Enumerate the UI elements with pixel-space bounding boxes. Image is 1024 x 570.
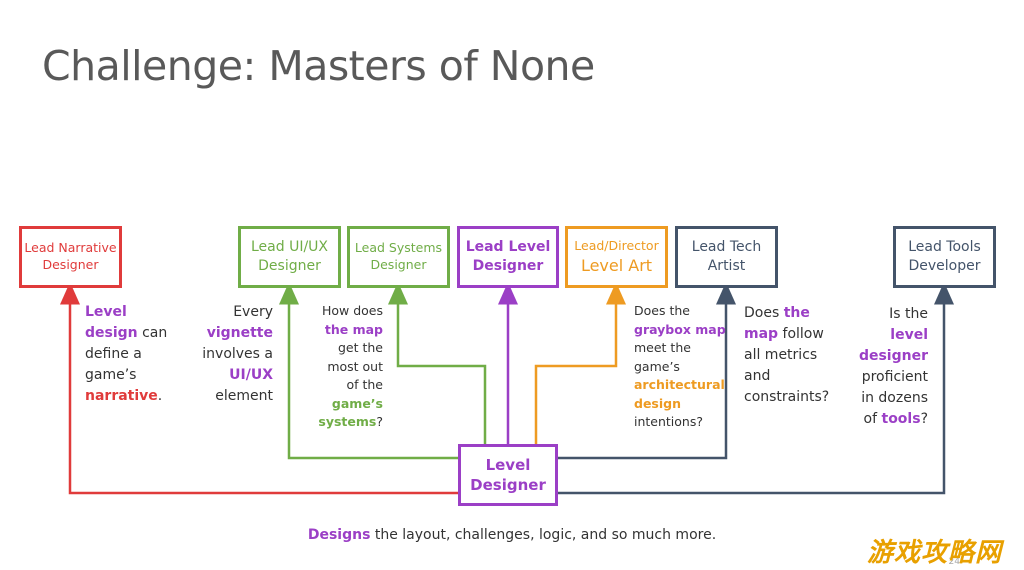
connector-director [534,282,626,444]
box-lead-uiux-designer: Lead UI/UX Designer [238,226,341,288]
note-uiux: Every vignette involves a UI/UX element [202,304,273,404]
box-lead-level-designer: Lead Level Designer [457,226,559,288]
watermark-logo: 游戏攻略网 [866,538,1002,568]
box-lead-systems-designer: Lead Systems Designer [347,226,450,288]
connector-narrative [60,282,458,495]
connector-systems [388,282,487,444]
note-director: Does the graybox map meet the game’s arc… [634,303,726,429]
note-systems: How does the map get the most out of the… [318,303,383,429]
page-number: 24 [948,557,960,567]
box-lead-narrative-designer: Lead Narrative Designer [19,226,122,288]
note-tech: Does the map follow all metrics and cons… [744,305,830,405]
slide-title: Challenge: Masters of None [42,42,595,90]
box-level-designer: Level Designer [458,444,558,506]
footer-caption: Designs the layout, challenges, logic, a… [307,527,717,543]
box-lead-tech-artist: Lead Tech Artist [675,226,778,288]
connector-tools [558,282,954,495]
director-label: Lead/Director [574,237,659,253]
box-lead-director-level-art: Lead/Director Level Art [565,226,668,288]
box-lead-tools-developer: Lead Tools Developer [893,226,996,288]
connector-tech [558,282,736,460]
connector-uiux [279,282,458,460]
level-art-label: Level Art [580,255,653,275]
note-narrative: Level design can define a game’s narrati… [85,304,168,404]
note-tools: Is the level designer proficient in doze… [858,306,928,427]
